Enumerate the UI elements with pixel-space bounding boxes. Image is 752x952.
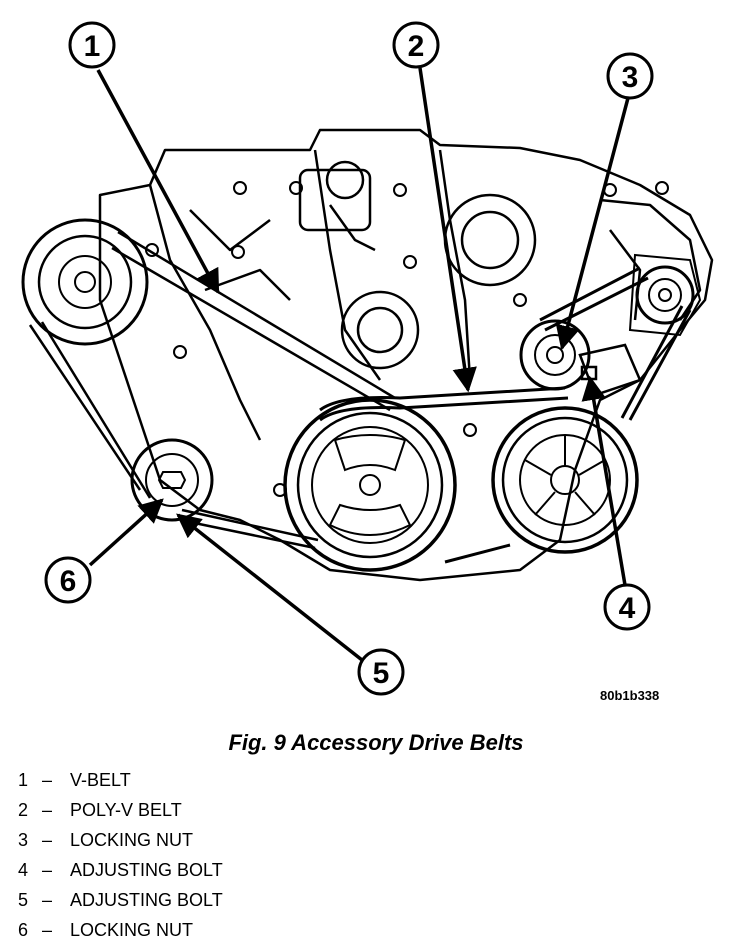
legend-item: 2–POLY-V BELT — [18, 795, 223, 825]
callout-1-label: 1 — [84, 30, 101, 63]
tensioner-pulley-lower-left — [130, 438, 214, 522]
legend-list: 1–V-BELT 2–POLY-V BELT 3–LOCKING NUT 4–A… — [18, 765, 223, 945]
poly-v-belt — [319, 266, 692, 564]
legend-separator: – — [42, 770, 53, 790]
engine-belt-diagram: 1 2 3 4 5 6 — [21, 21, 714, 696]
legend-label: ADJUSTING BOLT — [70, 890, 223, 910]
legend-number: 5 — [18, 890, 29, 910]
callout-2-label: 2 — [408, 30, 425, 63]
alternator-pulley — [628, 253, 702, 337]
adjuster-bracket — [578, 343, 642, 397]
callout-3-label: 3 — [622, 61, 639, 94]
crankshaft-pulley — [283, 398, 457, 572]
legend-number: 3 — [18, 830, 29, 850]
legend-separator: – — [42, 860, 53, 880]
legend-separator: – — [42, 830, 53, 850]
legend-label: LOCKING NUT — [70, 830, 194, 850]
legend-number: 6 — [18, 920, 29, 940]
legend-label: ADJUSTING BOLT — [70, 860, 223, 880]
leader-5 — [176, 513, 364, 662]
fastener-dots — [145, 181, 669, 497]
leader-lines — [88, 67, 630, 662]
figure-caption: Fig. 9 Accessory Drive Belts — [228, 730, 524, 755]
power-steering-pulley — [491, 406, 639, 554]
callout-4-label: 4 — [619, 592, 636, 625]
legend-label: V-BELT — [70, 770, 131, 790]
idler-pulley-left — [21, 218, 149, 346]
leader-1 — [96, 69, 220, 295]
legend-item: 6–LOCKING NUT — [18, 915, 223, 945]
legend-label: POLY-V BELT — [70, 800, 182, 820]
callout-5: 5 — [357, 648, 405, 696]
legend-number: 1 — [18, 770, 29, 790]
leader-2 — [418, 67, 477, 393]
callout-3: 3 — [606, 52, 654, 100]
callout-5-label: 5 — [373, 657, 390, 690]
legend-separator: – — [42, 920, 53, 940]
callout-6-label: 6 — [60, 565, 77, 598]
callout-1: 1 — [68, 21, 116, 69]
legend-number: 2 — [18, 800, 29, 820]
callout-2: 2 — [392, 21, 440, 69]
callout-6: 6 — [44, 556, 92, 604]
legend-number: 4 — [18, 860, 29, 880]
callout-4: 4 — [603, 583, 651, 631]
legend-separator: – — [42, 890, 53, 910]
legend-item: 5–ADJUSTING BOLT — [18, 885, 223, 915]
figure-code: 80b1b338 — [600, 688, 660, 703]
legend-item: 3–LOCKING NUT — [18, 825, 223, 855]
legend-item: 4–ADJUSTING BOLT — [18, 855, 223, 885]
leader-4 — [581, 375, 627, 586]
legend-item: 1–V-BELT — [18, 765, 223, 795]
legend-label: LOCKING NUT — [70, 920, 194, 940]
leader-6 — [88, 498, 164, 567]
leader-3 — [555, 97, 630, 351]
legend-separator: – — [42, 800, 53, 820]
